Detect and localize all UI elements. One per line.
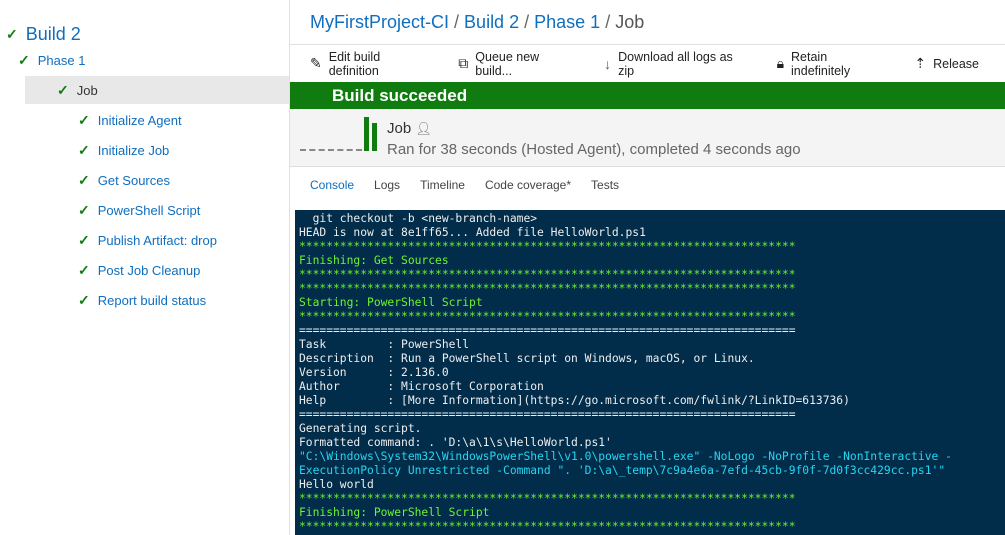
- console-line: ****************************************…: [299, 310, 796, 323]
- breadcrumb: MyFirstProject-CI / Build 2 / Phase 1 / …: [310, 12, 644, 33]
- sidebar-item-build[interactable]: ✓ Build 2: [6, 24, 81, 45]
- breadcrumb-job: Job: [615, 12, 645, 32]
- sidebar-item-step[interactable]: ✓ Initialize Agent: [78, 112, 182, 129]
- breadcrumb-build[interactable]: Build 2: [464, 12, 520, 32]
- sidebar-item-step[interactable]: ✓ Initialize Job: [78, 142, 169, 159]
- sidebar-item-step[interactable]: ✓ PowerShell Script: [78, 202, 200, 219]
- job-title: Job 👤︎: [387, 120, 432, 137]
- edit-build-definition-button[interactable]: ✎ Edit build definition: [310, 50, 432, 78]
- queue-icon: ⧉: [458, 55, 469, 71]
- sidebar-item-job[interactable]: ✓ Job: [25, 76, 289, 104]
- sidebar-item-step[interactable]: ✓ Post Job Cleanup: [78, 262, 200, 279]
- sidebar-item-label: Publish Artifact: drop: [97, 233, 217, 248]
- timeline-connector: [300, 149, 362, 151]
- console-line: ========================================…: [299, 408, 796, 421]
- job-summary: Ran for 38 seconds (Hosted Agent), compl…: [387, 141, 801, 158]
- retain-indefinitely-button[interactable]: 🔒︎ Retain indefinitely: [777, 50, 889, 78]
- button-label: Download all logs as zip: [618, 49, 733, 78]
- queue-new-build-button[interactable]: ⧉ Queue new build...: [458, 50, 578, 78]
- tab-timeline[interactable]: Timeline: [420, 178, 465, 192]
- console-line: ****************************************…: [299, 282, 796, 295]
- console-line: ****************************************…: [299, 268, 796, 281]
- check-icon: ✓: [78, 202, 90, 218]
- check-icon: ✓: [18, 52, 30, 68]
- build-status-banner: Build succeeded: [290, 82, 1005, 109]
- job-summary-panel: Job 👤︎ Ran for 38 seconds (Hosted Agent)…: [290, 109, 1005, 167]
- tab-tests[interactable]: Tests: [591, 178, 620, 192]
- button-label: Release: [933, 56, 980, 71]
- console-line: git checkout -b <new-branch-name>: [299, 212, 538, 225]
- console-line: Task : PowerShell: [299, 338, 470, 351]
- check-icon: ✓: [78, 292, 90, 308]
- toolbar: ✎ Edit build definition ⧉ Queue new build.…: [290, 44, 1005, 82]
- release-icon: ⇡: [914, 55, 927, 71]
- sidebar-item-step[interactable]: ✓ Get Sources: [78, 172, 170, 189]
- console-line: ****************************************…: [299, 240, 796, 253]
- tab-code-coverage[interactable]: Code coverage*: [484, 178, 572, 192]
- console-line: Formatted command: . 'D:\a\1\s\HelloWorl…: [299, 436, 612, 449]
- console-line: ExecutionPolicy Unrestricted -Command ".…: [299, 464, 946, 477]
- check-icon: ✓: [78, 142, 90, 158]
- console-line: "C:\Windows\System32\WindowsPowerShell\v…: [299, 450, 952, 463]
- sidebar-item-label: PowerShell Script: [97, 203, 201, 218]
- console-output[interactable]: git checkout -b <new-branch-name>HEAD is…: [295, 210, 1005, 535]
- console-line: ========================================…: [299, 324, 796, 337]
- breadcrumb-separator: /: [605, 12, 611, 32]
- console-line: ****************************************…: [299, 520, 796, 533]
- job-title-text: Job: [387, 120, 412, 137]
- sidebar-item-label: Get Sources: [97, 173, 170, 188]
- breadcrumb-project[interactable]: MyFirstProject-CI: [310, 12, 449, 32]
- check-icon: ✓: [78, 112, 90, 128]
- lock-icon: 🔒︎: [776, 55, 785, 71]
- button-label: Retain indefinitely: [791, 49, 851, 78]
- console-line: Author : Microsoft Corporation: [299, 380, 544, 393]
- console-line: Finishing: PowerShell Script: [299, 506, 490, 519]
- sidebar-item-step[interactable]: ✓ Report build status: [78, 292, 206, 309]
- sidebar-item-label: Initialize Job: [97, 143, 170, 158]
- breadcrumb-separator: /: [454, 12, 460, 32]
- pencil-icon: ✎: [310, 55, 322, 71]
- sidebar-item-label: Build 2: [25, 24, 81, 44]
- download-logs-button[interactable]: ↓ Download all logs as zip: [604, 50, 750, 78]
- sidebar-item-step[interactable]: ✓ Publish Artifact: drop: [78, 232, 217, 249]
- breadcrumb-separator: /: [524, 12, 530, 32]
- sidebar: ✓ Build 2 ✓ Phase 1 ✓ Job ✓ Initialize Agent…: [0, 0, 290, 535]
- sidebar-item-label: Initialize Agent: [97, 113, 182, 128]
- console-line: HEAD is now at 8e1ff65... Added file Hel…: [299, 226, 646, 239]
- download-icon: ↓: [604, 55, 612, 72]
- console-line: Help : [More Information](https://go.mic…: [299, 394, 850, 407]
- button-label: Queue new build...: [475, 49, 540, 78]
- button-label: Edit build definition: [328, 49, 381, 78]
- console-line: Description : Run a PowerShell script on…: [299, 352, 755, 365]
- console-line: Hello world: [299, 478, 374, 491]
- sidebar-item-label: Phase 1: [37, 53, 86, 68]
- check-icon: ✓: [78, 262, 90, 278]
- sidebar-item-label: Report build status: [97, 293, 207, 308]
- console-line: Finishing: Get Sources: [299, 254, 449, 267]
- check-icon: ✓: [6, 26, 18, 42]
- console-line: Generating script.: [299, 422, 422, 435]
- check-icon: ✓: [78, 232, 90, 248]
- sidebar-item-phase[interactable]: ✓ Phase 1: [18, 52, 85, 69]
- console-line: Starting: PowerShell Script: [299, 296, 483, 309]
- breadcrumb-phase[interactable]: Phase 1: [534, 12, 601, 32]
- tabs: Console Logs Timeline Code coverage* Tes…: [310, 178, 639, 192]
- sidebar-item-label: Post Job Cleanup: [97, 263, 201, 278]
- job-status-bar: [364, 117, 369, 151]
- agent-user-icon: 👤︎: [415, 121, 432, 136]
- tab-console[interactable]: Console: [310, 178, 355, 192]
- release-button[interactable]: ⇡ Release: [914, 55, 979, 72]
- check-icon: ✓: [57, 81, 69, 98]
- console-line: Version : 2.136.0: [299, 366, 449, 379]
- console-line: ****************************************…: [299, 492, 796, 505]
- check-icon: ✓: [78, 172, 90, 188]
- tab-logs[interactable]: Logs: [374, 178, 401, 192]
- sidebar-item-label: Job: [76, 82, 98, 98]
- job-status-bar: [372, 123, 377, 151]
